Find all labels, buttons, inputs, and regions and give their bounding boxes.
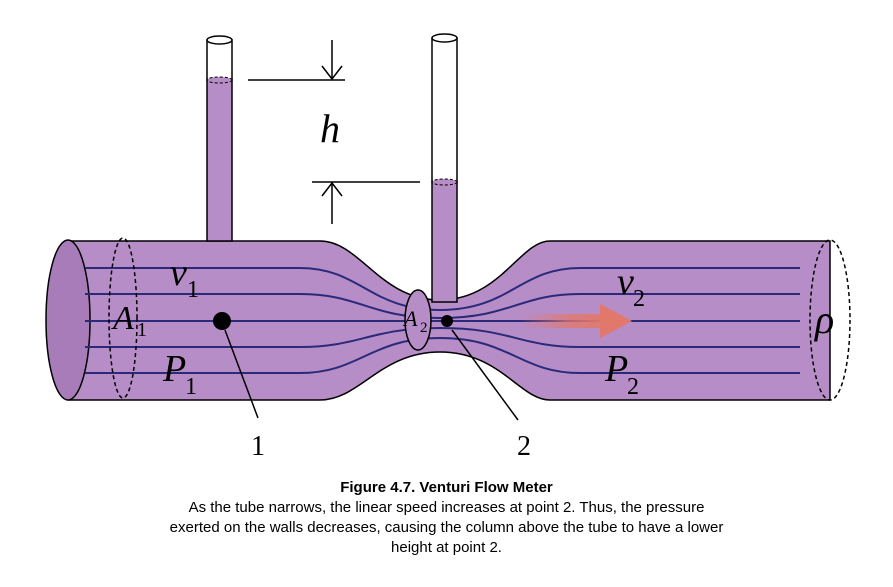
tube-left-end [45,239,91,401]
left-column [206,35,233,242]
label-a2-sub: 2 [420,320,428,336]
label-v1: v [170,252,187,294]
point-1-marker [213,312,231,330]
label-p1-sub: 1 [185,374,197,400]
label-rho: ρ [813,297,834,342]
label-v1-sub: 1 [187,277,199,303]
label-point-1: 1 [251,431,265,462]
label-h: h [320,106,340,151]
label-p2-sub: 2 [627,374,639,400]
point-1-leader [224,329,259,419]
label-v2: v [617,261,634,303]
point-2-leader [451,329,519,421]
height-indicator [248,40,420,224]
label-a1: A [111,300,134,337]
right-column [431,33,458,303]
point-2-marker [441,315,453,327]
cross-section-a2 [404,289,432,351]
label-point-2: 2 [517,431,531,462]
caption-body: As the tube narrows, the linear speed in… [169,499,724,556]
label-a2: A [402,306,418,331]
label-p2: P [604,348,628,390]
caption-title: Figure 4.7. Venturi Flow Meter [340,479,553,496]
venturi-diagram: h v 1 v 2 A 1 A 2 P 1 P 2 ρ 1 2 [45,33,851,462]
label-a1-sub: 1 [137,319,147,341]
label-v2-sub: 2 [633,286,645,312]
label-p1: P [162,348,186,390]
cross-section-a1 [108,237,138,399]
flow-arrow [520,304,632,338]
figure-caption: Figure 4.7. Venturi Flow Meter As the tu… [0,478,893,558]
tube-right-end [809,239,851,401]
